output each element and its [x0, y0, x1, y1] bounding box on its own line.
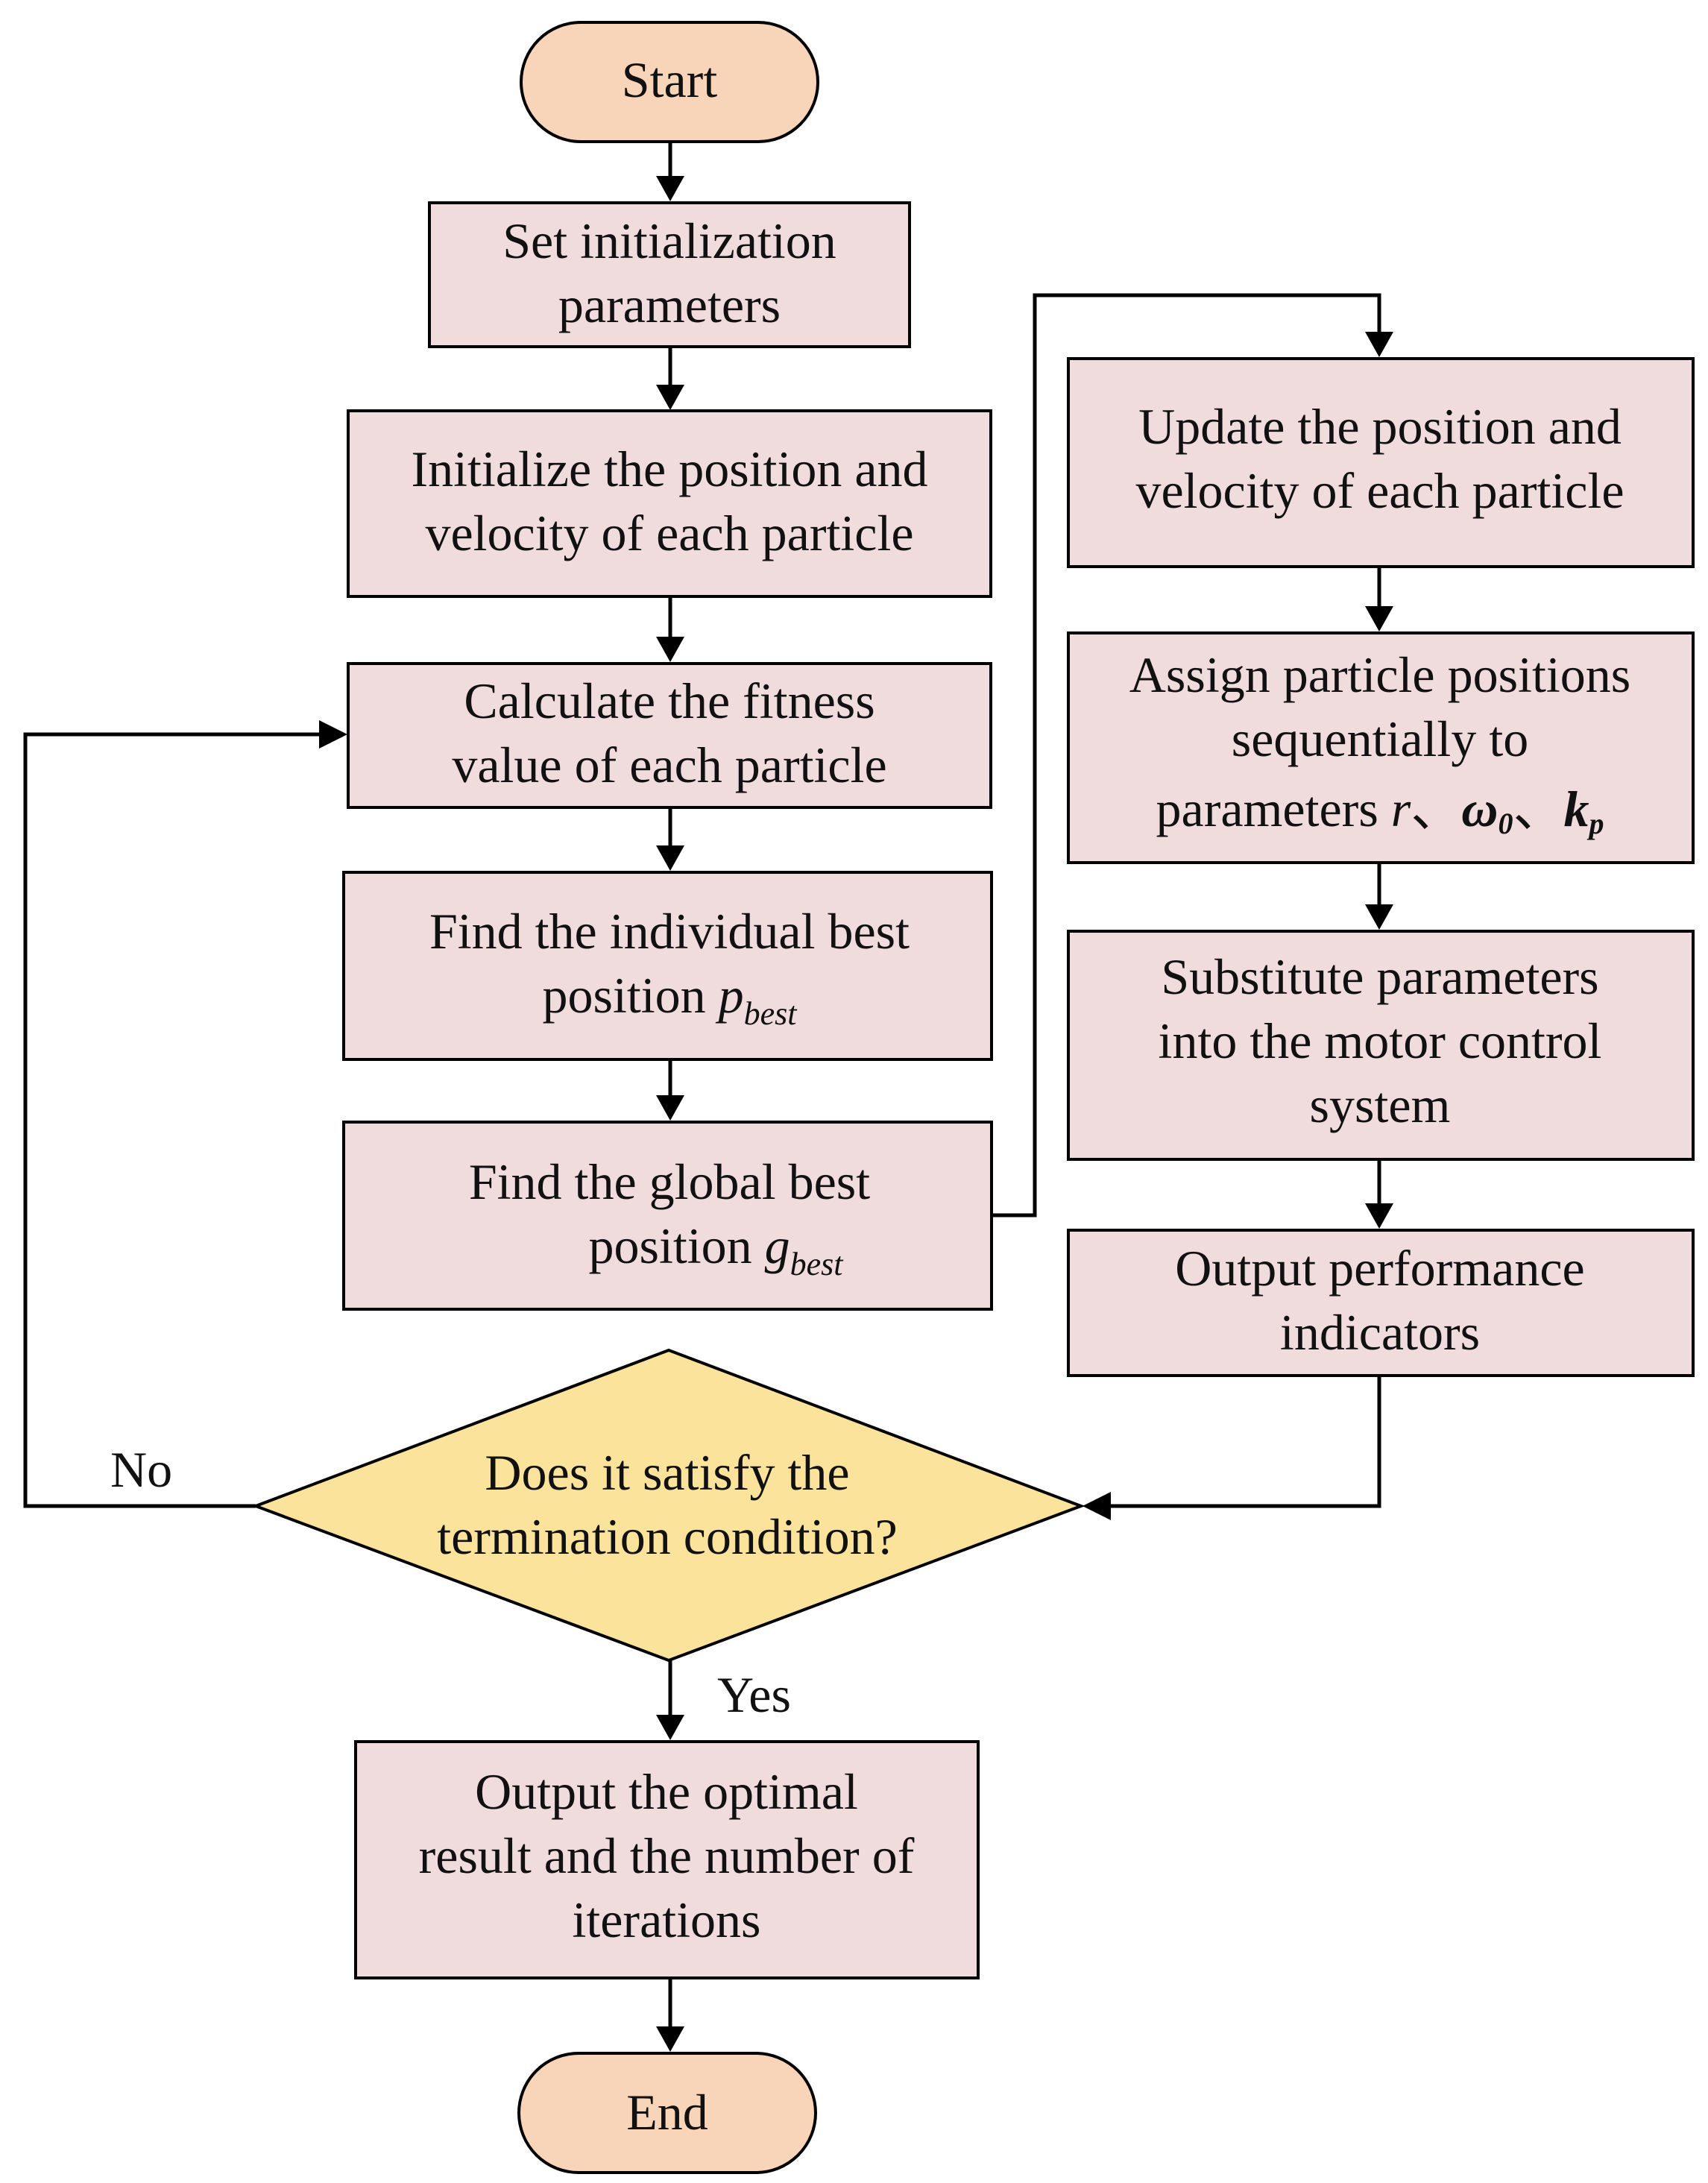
find-pbest-line2: position pbest [542, 967, 798, 1032]
arrowhead-icon [656, 1095, 684, 1121]
edge-decision-no-to-calc-fitness [23, 732, 328, 1508]
param-sep-1: 、 [1411, 781, 1461, 837]
substitute-box [1067, 930, 1695, 1161]
init-pos-line1: Initialize the position and [411, 441, 927, 497]
find-gbest-line2: position gbest [588, 1217, 844, 1282]
assign-line3: parameters r、ω0、kp [1156, 781, 1604, 840]
gbest-symbol: g [765, 1217, 790, 1274]
end-label: End [626, 2084, 708, 2141]
assign-box [1067, 631, 1695, 864]
calc-fitness-node: Calculate the fitness value of each part… [347, 662, 992, 809]
param-omega-sub: 0 [1498, 807, 1513, 840]
arrowhead-icon [319, 720, 347, 749]
gbest-subscript: best [790, 1246, 845, 1282]
start-node: Start [520, 21, 819, 143]
find-pbest-node: Find the individual best position pbest [342, 871, 993, 1061]
calc-fitness-box [347, 662, 992, 809]
find-gbest-box [342, 1121, 993, 1311]
update-pos-line2: velocity of each particle [1135, 462, 1624, 519]
arrowhead-icon [656, 1715, 684, 1740]
find-pbest-line1: Find the individual best [429, 903, 910, 960]
edge-find-gbest-to-update-pos [992, 293, 1381, 1217]
set-init-line2: parameters [558, 277, 781, 333]
substitute-line3: system [1310, 1077, 1451, 1133]
assign-line2: sequentially to [1232, 711, 1528, 767]
calc-fitness-line1: Calculate the fitness [464, 672, 875, 729]
calc-fitness-line2: value of each particle [452, 737, 886, 793]
param-k-sub: p [1586, 807, 1604, 840]
output-opt-line2: result and the number of [419, 1827, 915, 1884]
update-pos-line1: Update the position and [1138, 398, 1622, 455]
arrowhead-icon [656, 176, 684, 201]
arrowhead-icon [1365, 1203, 1393, 1229]
arrowhead-icon [1365, 904, 1393, 930]
find-pbest-box [342, 871, 993, 1061]
arrowhead-icon [656, 385, 684, 410]
pbest-subscript: best [744, 995, 798, 1032]
start-terminal-shape [520, 21, 819, 143]
find-gbest-node: Find the global best position gbest [342, 1121, 993, 1311]
output-perf-line2: indicators [1280, 1304, 1480, 1361]
arrowhead-icon [1083, 1492, 1111, 1520]
assign-line1: Assign particle positions [1129, 646, 1630, 703]
arrowhead-icon [656, 637, 684, 662]
arrowhead-icon [656, 845, 684, 871]
param-omega: ω [1461, 781, 1498, 837]
output-perf-node: Output performance indicators [1067, 1229, 1695, 1377]
set-init-box [428, 201, 911, 348]
arrowhead-icon [1365, 606, 1393, 631]
start-label: Start [622, 51, 718, 108]
decision-node: Does it satisfy the termination conditio… [251, 1348, 1085, 1663]
assign-prefix: parameters [1156, 781, 1391, 837]
arrowhead-icon [1365, 332, 1393, 357]
param-r: r [1391, 781, 1411, 837]
pbest-symbol: p [716, 967, 744, 1024]
end-node: End [517, 2052, 817, 2174]
edge-label-yes: Yes [717, 1666, 791, 1723]
find-gbest-prefix: position [588, 1217, 764, 1274]
find-gbest-line1: Find the global best [469, 1153, 870, 1210]
init-pos-line2: velocity of each particle [425, 505, 913, 561]
init-pos-box [347, 409, 992, 598]
output-perf-box [1067, 1229, 1695, 1377]
update-pos-box [1067, 357, 1695, 568]
find-pbest-prefix: position [542, 967, 718, 1024]
param-sep-2: 、 [1513, 781, 1563, 837]
update-pos-node: Update the position and velocity of each… [1067, 357, 1695, 568]
init-pos-node: Initialize the position and velocity of … [347, 409, 992, 598]
edge-label-no: No [110, 1441, 172, 1498]
decision-line1: Does it satisfy the [485, 1444, 849, 1501]
decision-line2: termination condition? [437, 1508, 898, 1565]
output-perf-line1: Output performance [1175, 1240, 1584, 1297]
param-k: k [1563, 781, 1589, 837]
assign-node: Assign particle positions sequentially t… [1067, 631, 1695, 864]
output-opt-line1: Output the optimal [475, 1763, 858, 1820]
end-terminal-shape [517, 2052, 817, 2174]
output-opt-line3: iterations [572, 1891, 760, 1948]
set-init-node: Set initialization parameters [428, 201, 911, 348]
edge-output-perf-to-decision [1100, 1376, 1381, 1508]
arrowhead-icon [656, 2026, 684, 2052]
output-opt-node: Output the optimal result and the number… [354, 1740, 980, 1979]
edges [23, 142, 1393, 2052]
substitute-node: Substitute parameters into the motor con… [1067, 930, 1695, 1161]
substitute-line2: into the motor control [1159, 1012, 1602, 1069]
set-init-line1: Set initialization [502, 212, 836, 269]
decision-diamond [251, 1348, 1085, 1663]
substitute-line1: Substitute parameters [1161, 948, 1598, 1005]
output-opt-box [354, 1740, 980, 1979]
